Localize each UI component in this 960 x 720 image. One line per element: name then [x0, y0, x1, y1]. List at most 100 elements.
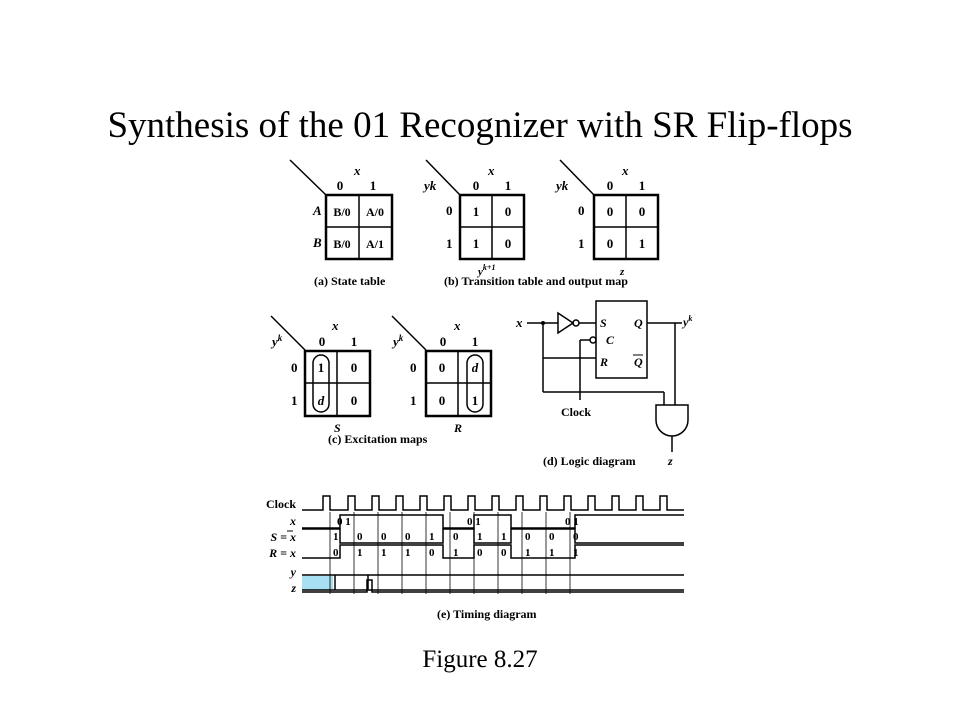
map-corner-diagonal	[559, 159, 595, 196]
z-output-label: z	[667, 454, 673, 468]
r-value-label: 0	[501, 547, 507, 559]
input-x-label: x	[515, 315, 523, 330]
signal-label-x: x	[289, 514, 296, 528]
cell: d	[472, 360, 479, 375]
row-var-label: yk	[391, 333, 404, 349]
map-label: R	[453, 421, 462, 435]
r-value-label: 0	[333, 547, 339, 559]
col-header-0: 0	[319, 334, 326, 349]
s-value-label: 0	[525, 531, 531, 543]
cell: 1	[473, 204, 480, 219]
cell: 0	[607, 236, 614, 251]
s-value-label: 1	[429, 531, 435, 543]
cell: d	[318, 393, 325, 408]
s-value-label: 0	[381, 531, 387, 543]
cell-A0: B/0	[333, 205, 350, 219]
cell: 1	[639, 236, 646, 251]
cell: 0	[439, 393, 446, 408]
row-header-1: 1	[578, 236, 585, 251]
slide-title: Synthesis of the 01 Recognizer with SR F…	[107, 105, 853, 146]
q-output-label: yk	[681, 314, 692, 329]
clock-bubble	[589, 336, 597, 344]
x-waveform	[302, 514, 684, 529]
map-label: yk+1	[476, 263, 495, 278]
clock-waveform	[302, 495, 684, 511]
and-gate	[655, 404, 689, 437]
caption-d: (d) Logic diagram	[543, 454, 636, 468]
row-header-1: 1	[410, 393, 417, 408]
clock-label: Clock	[561, 405, 591, 419]
r-value-label: 0	[429, 547, 435, 559]
row-header-0: 0	[410, 360, 417, 375]
signal-label-r: R = x	[268, 546, 296, 560]
s-map-grouping-loop	[312, 354, 330, 413]
cell: 0	[505, 236, 512, 251]
col-header-1: 1	[639, 178, 646, 193]
r-value-label: 1	[453, 547, 459, 559]
row-header-B: B	[312, 235, 322, 250]
col-header-1: 1	[472, 334, 479, 349]
r-value-label: 0	[477, 547, 483, 559]
s-value-label: 1	[501, 531, 507, 543]
cell: 0	[639, 204, 646, 219]
timing-tick-lines	[329, 512, 571, 594]
map-corner-diagonal	[425, 159, 461, 196]
y-initial-unknown-region	[302, 576, 333, 590]
s-value-label: 0	[549, 531, 555, 543]
map-corner-diagonal	[270, 315, 306, 351]
caption-a: (a) State table	[314, 274, 386, 288]
logic-diagram-panel: x S C R Q Q Clock yk z (d) Logic diagram	[515, 300, 692, 468]
excitation-maps-panel: yk x 0 1 0 1 1 0 d 0 S yk x 0 1 0 1 0 d …	[270, 315, 493, 446]
cell-B1: A/1	[366, 237, 384, 251]
cell: 1	[472, 393, 479, 408]
cell-A1: A/0	[366, 205, 384, 219]
r-value-label: 1	[357, 547, 363, 559]
cell: 0	[505, 204, 512, 219]
col-header-0: 0	[337, 178, 344, 193]
figure-caption: Figure 8.27	[422, 646, 538, 673]
s-value-label: 1	[477, 531, 483, 543]
ff-qbar-label: Q	[634, 355, 643, 369]
caption-b: (b) Transition table and output map	[444, 274, 628, 288]
col-var-label: x	[487, 163, 495, 178]
signal-label-clock: Clock	[266, 497, 296, 511]
x-annotation: 0 1	[565, 516, 579, 528]
row-header-1: 1	[446, 236, 453, 251]
row-header-0: 0	[578, 203, 585, 218]
s-value-label: 0	[405, 531, 411, 543]
cell: 0	[607, 204, 614, 219]
cell-B0: B/0	[333, 237, 350, 251]
row-header-A: A	[312, 203, 322, 218]
row-var-label: yk	[422, 178, 437, 193]
caption-c: (c) Excitation maps	[328, 432, 428, 446]
signal-label-y: y	[289, 565, 297, 579]
cell: 0	[351, 360, 358, 375]
x-annotation: 0 1	[467, 516, 481, 528]
inverter-gate	[557, 311, 575, 335]
s-value-label: 1	[333, 531, 339, 543]
col-var-label: x	[353, 163, 361, 178]
col-var-label: x	[621, 163, 629, 178]
ff-q-label: Q	[634, 316, 643, 330]
row-header-1: 1	[291, 393, 298, 408]
row-var-label: yk	[270, 333, 283, 349]
s-value-label: 0	[453, 531, 459, 543]
r-value-label: 1	[525, 547, 531, 559]
col-var-label: x	[453, 318, 461, 333]
signal-label-z: z	[290, 581, 296, 595]
ff-c-label: C	[606, 333, 615, 347]
r-value-label: 1	[573, 547, 579, 559]
map-corner-diagonal	[289, 159, 327, 196]
map-label: S	[334, 421, 341, 435]
col-var-label: x	[331, 318, 339, 333]
r-value-label: 1	[381, 547, 387, 559]
s-value-label: 0	[573, 531, 579, 543]
ff-s-label: S	[600, 316, 607, 330]
row-header-0: 0	[291, 360, 298, 375]
y-waveform-edges	[334, 575, 369, 590]
map-corner-diagonal	[391, 315, 427, 351]
